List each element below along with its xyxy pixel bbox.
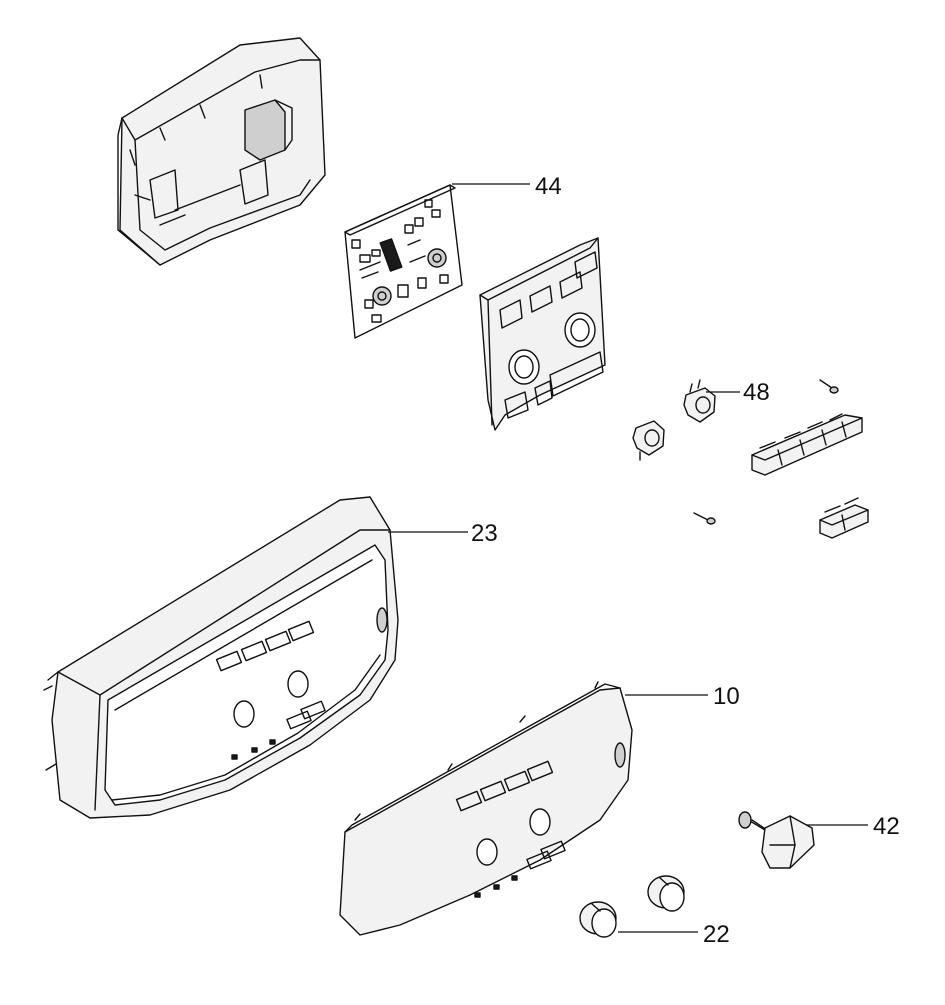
screw-upper xyxy=(819,379,839,394)
knob-shaft-second xyxy=(632,420,665,461)
button-strip-two xyxy=(819,497,869,539)
front-overlay-panel xyxy=(339,681,633,936)
callout-23: 23 xyxy=(471,520,498,547)
button-strip-four xyxy=(751,413,863,476)
control-knob xyxy=(738,811,815,869)
console-housing xyxy=(43,496,399,819)
callout-22: 22 xyxy=(703,921,730,948)
callout-48: 48 xyxy=(743,379,770,406)
knob-cap-upper xyxy=(647,875,685,912)
knob-cap-lower xyxy=(579,901,617,938)
callout-42: 42 xyxy=(873,813,900,840)
front-support-frame xyxy=(479,237,606,431)
callout-44: 44 xyxy=(535,173,562,200)
rear-housing-bracket xyxy=(117,37,326,266)
circuit-board xyxy=(344,184,463,339)
knob-shaft-48 xyxy=(683,379,716,423)
screw-lower xyxy=(693,512,716,525)
callout-10: 10 xyxy=(713,683,740,710)
